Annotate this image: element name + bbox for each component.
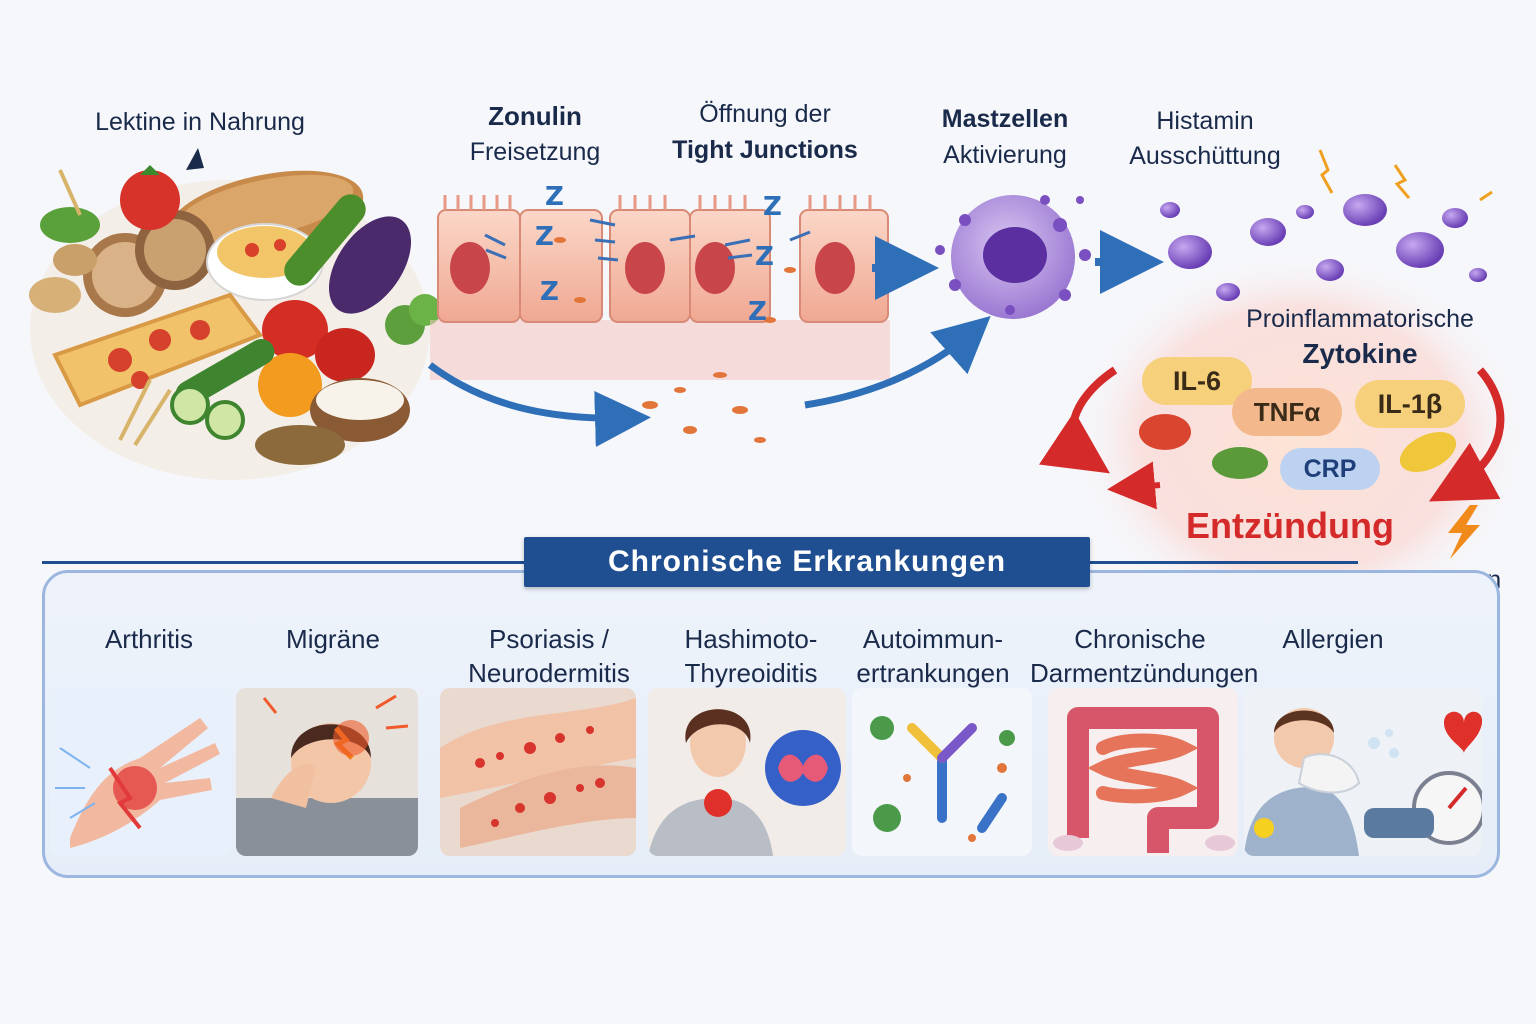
disease-label-arthritis: Arthritis	[54, 622, 244, 656]
disease-label-psoriasis: Psoriasis / Neurodermitis	[444, 622, 654, 690]
tnf-badge: TNFα	[1232, 388, 1342, 436]
lightning-icon	[1448, 505, 1480, 559]
intestine-icon	[1048, 688, 1238, 856]
disease-line1: Hashimoto-	[684, 624, 818, 654]
title-rule	[42, 561, 526, 564]
zonulin-z: Z	[545, 182, 564, 212]
flow-arrow	[427, 362, 651, 447]
il1b-badge: IL-1β	[1355, 380, 1465, 428]
cytokines-sublabel: Zytokine	[1302, 338, 1418, 369]
migraine-icon	[236, 688, 418, 856]
disease-line1: Arthritis	[104, 624, 194, 654]
zonulin-z: Z	[535, 222, 554, 252]
disease-line1: Migräne	[286, 624, 380, 654]
zonulin-z: Z	[540, 277, 559, 307]
tight-junctions-label: Öffnung der	[699, 100, 831, 128]
psoriasis-skin-icon	[440, 688, 636, 856]
allergy-icon	[1244, 688, 1482, 856]
disease-line2: Neurodermitis	[468, 658, 630, 688]
flow-arrow	[804, 316, 991, 409]
zonulin-z: Z	[748, 297, 767, 327]
arthritis-hand-icon	[50, 688, 232, 856]
capsule-icon	[1399, 432, 1457, 472]
histamine-label: Histamin	[1156, 107, 1254, 135]
disease-line2: ertrankungen	[856, 658, 1010, 688]
thyroid-icon	[648, 688, 846, 856]
mast-cell-sublabel: Aktivierung	[943, 141, 1067, 169]
title-rule	[1088, 561, 1358, 564]
crp-badge: CRP	[1280, 448, 1380, 490]
disease-label-allergies: Allergien	[1238, 622, 1428, 656]
zonulin-z: Z	[763, 192, 782, 222]
disease-label-autoimmune: Autoimmun- ertrankungen	[838, 622, 1028, 690]
zonulin-sublabel: Freisetzung	[469, 138, 601, 166]
inflammation-label: Entzündung	[1186, 505, 1394, 546]
zonulin-glyphs: Z Z Z Z Z Z	[535, 182, 782, 327]
leaf-icon	[1212, 447, 1268, 479]
histamine-sublabel: Ausschüttung	[1129, 142, 1281, 170]
disease-line2: Thyreoiditis	[684, 658, 818, 688]
mast-cell	[935, 195, 1091, 319]
disease-label-migraine: Migräne	[238, 622, 428, 656]
zonulin-label: Zonulin	[488, 101, 582, 131]
cycle-arrow-icon	[1107, 461, 1161, 510]
disease-line1: Autoimmun-	[862, 624, 1004, 654]
il6-badge: IL-6	[1142, 357, 1252, 405]
pointer-icon	[186, 148, 204, 170]
tight-junctions-sublabel: Tight Junctions	[672, 136, 858, 164]
antibody-icon	[852, 688, 1032, 856]
disease-label-hashimoto: Hashimoto- Thyreoiditis	[656, 622, 846, 690]
disease-line1: Allergien	[1282, 624, 1384, 654]
food-collage	[29, 165, 441, 480]
tomato-icon	[1139, 414, 1191, 450]
cycle-arrow-icon	[1428, 367, 1505, 502]
cytokines-label: Proinflammatorische	[1246, 305, 1474, 333]
intestinal-cells	[430, 195, 890, 443]
disease-line2: Darmentzündungen	[1030, 658, 1259, 688]
histamine-granules	[1160, 194, 1487, 301]
spark-icon	[1318, 149, 1493, 202]
zonulin-z: Z	[755, 242, 774, 272]
disease-label-ibd: Chronische Darmentzündungen	[1030, 622, 1259, 690]
cycle-arrow-icon	[1038, 366, 1118, 474]
inflammation-glow	[1070, 250, 1530, 630]
lectins-label: Lektine in Nahrung	[95, 108, 305, 136]
mast-cell-label: Mastzellen	[941, 105, 1069, 133]
disease-line1: Chronische	[1074, 624, 1206, 654]
chronic-diseases-title: Chronische Erkrankungen	[524, 537, 1090, 587]
disease-line1: Psoriasis /	[489, 624, 609, 654]
